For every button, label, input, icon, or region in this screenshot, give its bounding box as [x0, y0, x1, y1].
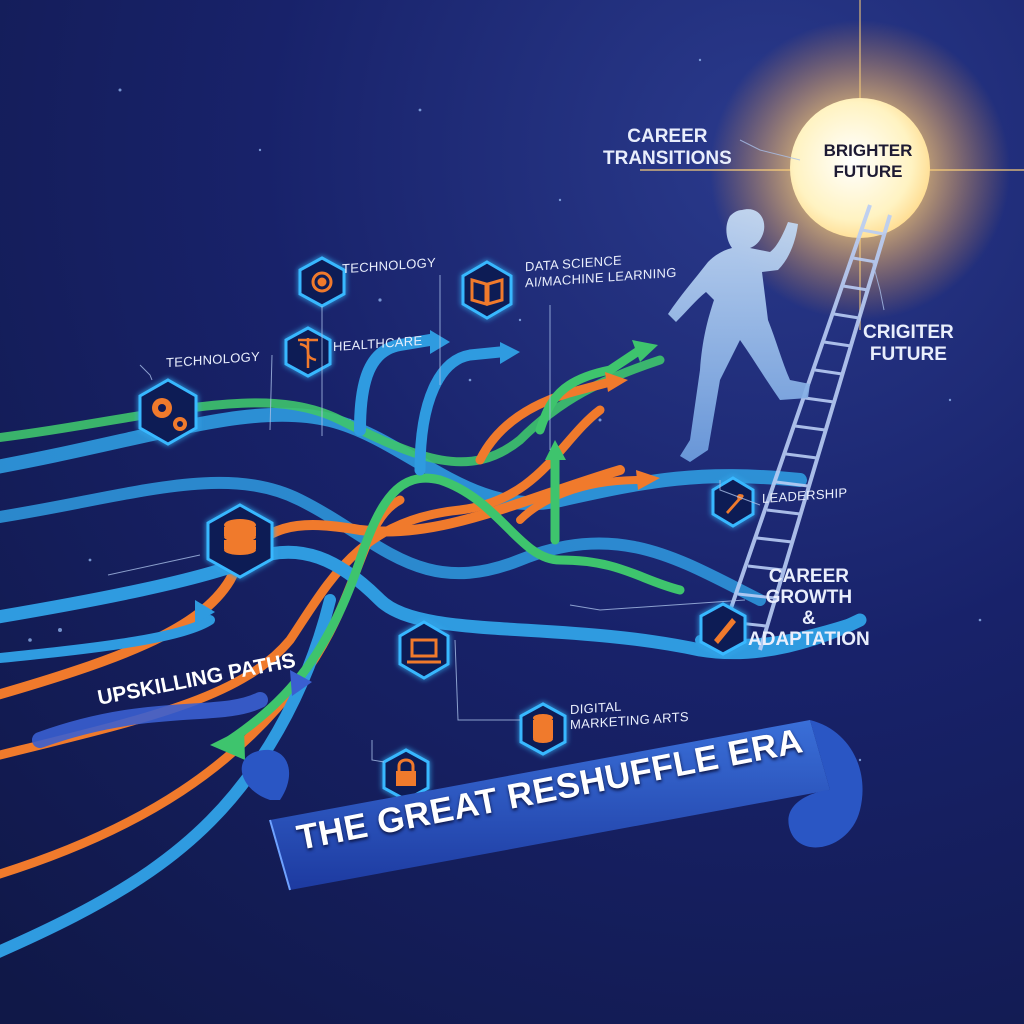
sun-disc	[790, 98, 930, 238]
label-career-growth: CAREER GROWTH & ADAPTATION	[748, 566, 870, 650]
career-transitions-text: CAREER TRANSITIONS	[603, 126, 732, 169]
database-small-icon	[533, 714, 553, 743]
hex-leadership	[711, 476, 755, 528]
gears-icon	[152, 398, 187, 431]
label-crigiter-future: CRIGITER FUTURE	[863, 322, 954, 366]
hex-laptop	[398, 620, 450, 680]
caduceus-icon	[298, 338, 318, 368]
callout-lines	[107, 139, 885, 763]
climbing-person	[668, 209, 810, 462]
target-gear-icon	[311, 271, 333, 293]
crigiter-future-text: CRIGITER FUTURE	[863, 322, 954, 365]
label-career-transitions: CAREER TRANSITIONS	[603, 126, 732, 170]
career-paths	[0, 334, 867, 958]
laptop-icon	[407, 638, 441, 664]
pen-icon	[714, 618, 736, 644]
title-ribbon	[241, 720, 863, 891]
label-brighter-future: BRIGHTER FUTURE	[798, 140, 938, 182]
lock-icon	[396, 758, 416, 786]
brighter-future-text: BRIGHTER FUTURE	[823, 141, 913, 181]
database-icon	[224, 519, 256, 555]
ladder	[718, 204, 892, 651]
path-arrowheads	[195, 330, 660, 760]
career-growth-text: CAREER GROWTH & ADAPTATION	[748, 566, 870, 650]
book-icon	[470, 278, 504, 306]
